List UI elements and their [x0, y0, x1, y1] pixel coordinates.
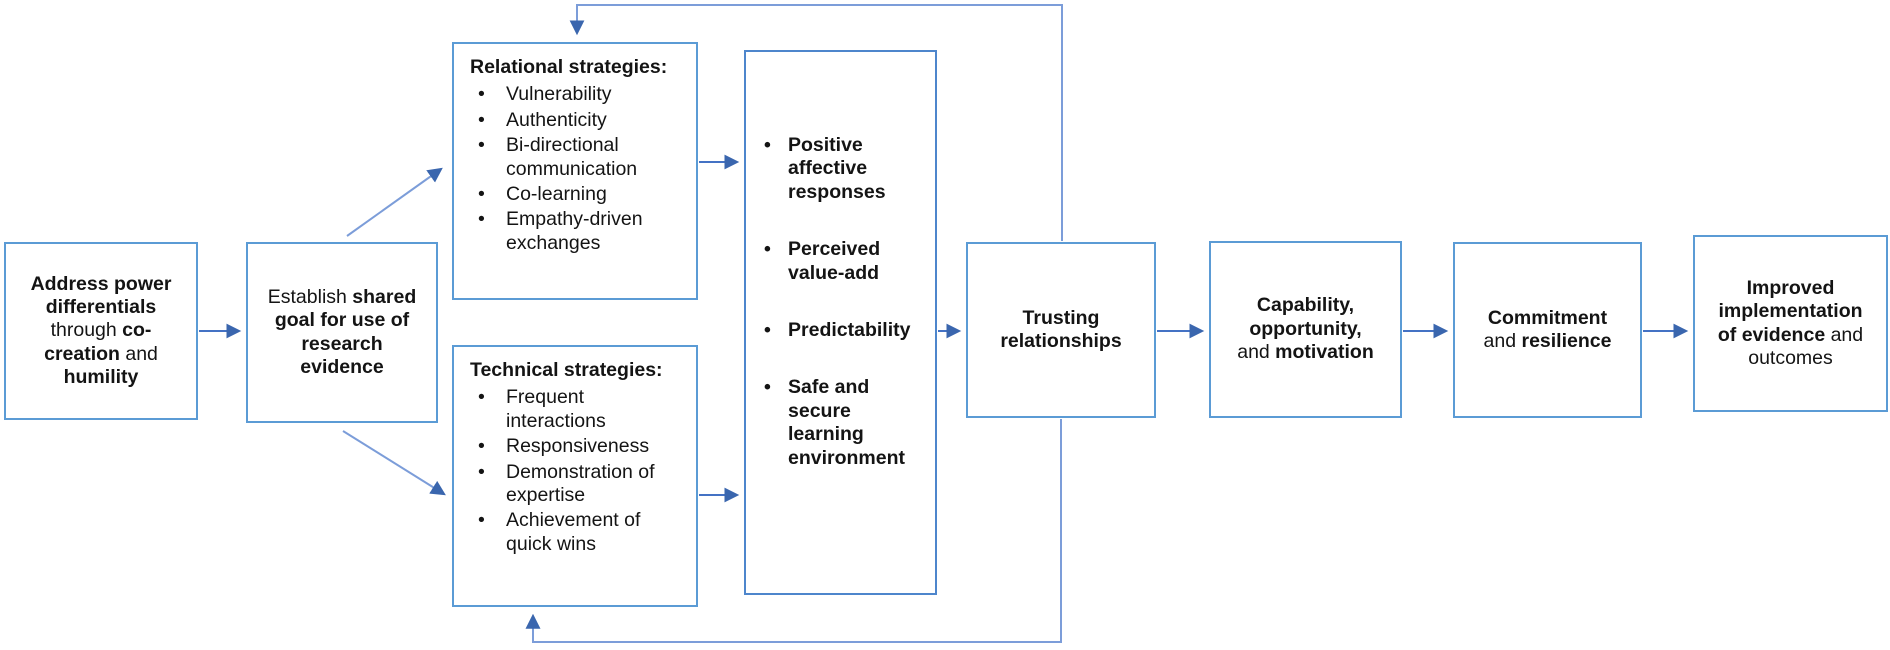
- box-capability-opportunity-motivation: Capability, opportunity, and motivation: [1209, 241, 1402, 418]
- box-technical-strategies: Technical strategies: Frequent interacti…: [452, 345, 698, 607]
- feedback-loop-top-trusting-to-relational: [569, 4, 1063, 241]
- address-power-text: Address power differentials through co-c…: [30, 272, 172, 389]
- list-item: Safe and secure learning environment: [760, 376, 927, 470]
- list-item: Perceived value-add: [760, 238, 927, 285]
- list-item: Authenticity: [470, 109, 686, 133]
- relational-strategies-heading: Relational strategies:: [470, 56, 668, 78]
- improved-implementation-text: Improved implementation of evidence and …: [1717, 276, 1864, 369]
- box-address-power-differentials: Address power differentials through co-c…: [4, 242, 198, 420]
- shared-goal-text: Establish shared goal for use of researc…: [267, 285, 417, 378]
- box-commitment-resilience: Commitment and resilience: [1453, 242, 1642, 418]
- list-item: Achievement of quick wins: [470, 509, 686, 556]
- technical-strategies-list: Frequent interactionsResponsivenessDemon…: [470, 386, 686, 556]
- feedback-loop-bottom-trusting-to-technical: [525, 419, 1062, 643]
- list-item: Vulnerability: [470, 83, 686, 107]
- trusting-relationships-text: Trusting relationships: [1000, 306, 1122, 352]
- list-item: Demonstration of expertise: [470, 461, 686, 508]
- box-trust-antecedents: Positive affective responsesPerceived va…: [744, 50, 937, 595]
- list-item: Positive affective responses: [760, 134, 927, 204]
- list-item: Frequent interactions: [470, 386, 686, 433]
- box-establish-shared-goal: Establish shared goal for use of researc…: [246, 242, 438, 423]
- list-item: Responsiveness: [470, 435, 686, 459]
- commitment-text: Commitment and resilience: [1483, 306, 1612, 352]
- box-improved-implementation: Improved implementation of evidence and …: [1693, 235, 1888, 412]
- box-relational-strategies: Relational strategies: VulnerabilityAuth…: [452, 42, 698, 300]
- technical-strategies-heading: Technical strategies:: [470, 359, 663, 381]
- capability-text: Capability, opportunity, and motivation: [1237, 294, 1374, 364]
- arrow-sharedgoal-to-relational: [346, 167, 443, 237]
- list-item: Predictability: [760, 319, 927, 343]
- list-item: Bi-directional communication: [470, 134, 686, 181]
- trust-antecedents-list: Positive affective responsesPerceived va…: [760, 134, 927, 470]
- list-item: Empathy-driven exchanges: [470, 208, 686, 255]
- arrow-sharedgoal-to-technical: [342, 430, 446, 496]
- list-item: Co-learning: [470, 183, 686, 207]
- relational-strategies-list: VulnerabilityAuthenticityBi-directional …: [470, 83, 686, 255]
- box-trusting-relationships: Trusting relationships: [966, 242, 1156, 418]
